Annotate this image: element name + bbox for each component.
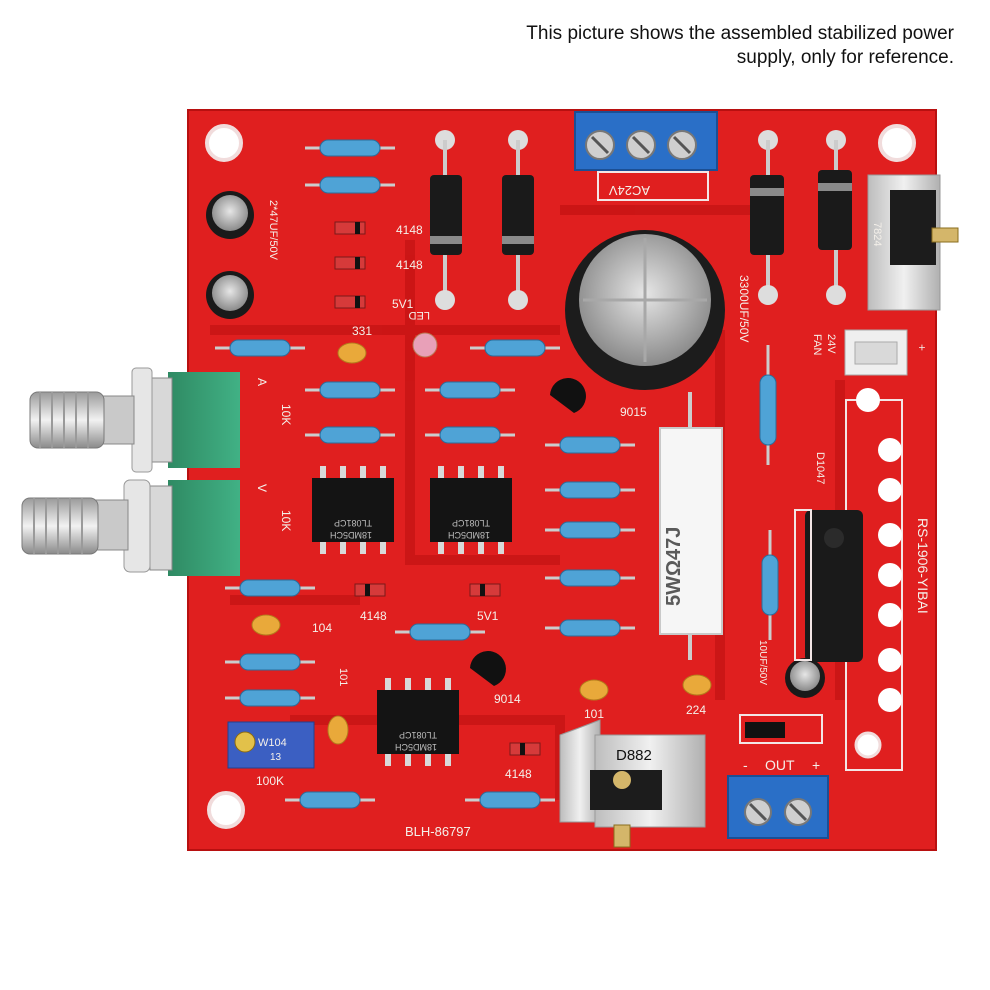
ic1-marking: TL081CP <box>334 518 372 528</box>
transistors <box>470 378 586 686</box>
board-id: RS-1906-YIBAI <box>915 518 931 614</box>
resistors <box>215 139 779 809</box>
pot-v-value: 10K <box>279 510 293 531</box>
mounting-holes <box>205 124 916 829</box>
d1047-label: D1047 <box>814 452 826 484</box>
cap-104-label: 104 <box>312 621 332 635</box>
diode-4148-c-label: 4148 <box>360 609 387 623</box>
zener-b-label: 5V1 <box>477 609 499 623</box>
regulator-label: 7824 <box>871 222 883 246</box>
cap-10uf-label: 10UF/50V <box>757 640 768 685</box>
fan-label: FAN <box>811 334 823 355</box>
transistor-9015-label: 9015 <box>620 405 647 419</box>
caption-line-2: supply, only for reference. <box>736 47 954 68</box>
connector-pads <box>856 388 902 712</box>
signal-diodes <box>334 221 785 756</box>
fan-plus-label: + <box>915 344 929 351</box>
ic2-code: 18MD5CH <box>448 530 490 540</box>
caption: This picture shows the assembled stabili… <box>394 22 954 70</box>
cap-224-label: 224 <box>686 703 706 717</box>
ic-chips <box>312 466 512 766</box>
cap-331-label: 331 <box>352 324 372 338</box>
out-minus-label: - <box>743 757 748 773</box>
ceramic-capacitors <box>251 342 712 745</box>
ic1-code: 18MD5CH <box>330 530 372 540</box>
trimmer-code: 13 <box>270 752 282 763</box>
main-capacitor <box>565 230 725 390</box>
small-caps-label: 2*47UF/50V <box>267 200 279 261</box>
trimmer-pot <box>227 721 315 769</box>
d882-label: D882 <box>616 747 652 764</box>
ac-terminal-block <box>574 111 718 201</box>
ac-input-label: AC24V <box>608 183 650 198</box>
fan-voltage-label: 24V <box>825 334 837 354</box>
caption-line-1: This picture shows the assembled stabili… <box>526 23 954 44</box>
diode-4148-a-label: 4148 <box>396 223 423 237</box>
pot-a-label: A <box>255 378 269 386</box>
trimmer-value: 100K <box>256 774 284 788</box>
potentiometer-current <box>29 367 240 473</box>
potentiometer-voltage <box>21 479 240 576</box>
pot-a-value: 10K <box>279 404 293 425</box>
board-model: BLH-86797 <box>405 824 471 839</box>
ic2-marking: TL081CP <box>452 518 490 528</box>
power-resistor-label: 5WΩ47J <box>663 527 685 606</box>
diode-4148-d-label: 4148 <box>505 767 532 781</box>
cap-101-a-label: 101 <box>337 668 349 686</box>
led-label: LED <box>409 309 430 321</box>
transistor-d882 <box>559 719 706 848</box>
cap-101-b-label: 101 <box>584 707 604 721</box>
zener-a-label: 5V1 <box>392 297 414 311</box>
ic3-code: 18MD5CH <box>395 742 437 752</box>
fan-connector <box>844 329 908 376</box>
transistor-9014-label: 9014 <box>494 692 521 706</box>
regulator-7824 <box>867 174 959 311</box>
power-resistor <box>659 392 723 660</box>
rectifier-diodes <box>430 130 852 310</box>
transistor-d1047 <box>794 509 863 662</box>
out-plus-label: + <box>812 757 820 773</box>
trimmer-marking: W104 <box>258 737 287 749</box>
led <box>412 332 438 358</box>
small-capacitors <box>206 191 825 698</box>
main-cap-label: 3300UF/50V <box>737 275 751 342</box>
diode-4148-b-label: 4148 <box>396 258 423 272</box>
output-terminal-block <box>727 714 829 839</box>
output-label: OUT <box>765 757 795 773</box>
ic3-marking: TL081CP <box>399 730 437 740</box>
pot-v-label: V <box>255 484 269 492</box>
